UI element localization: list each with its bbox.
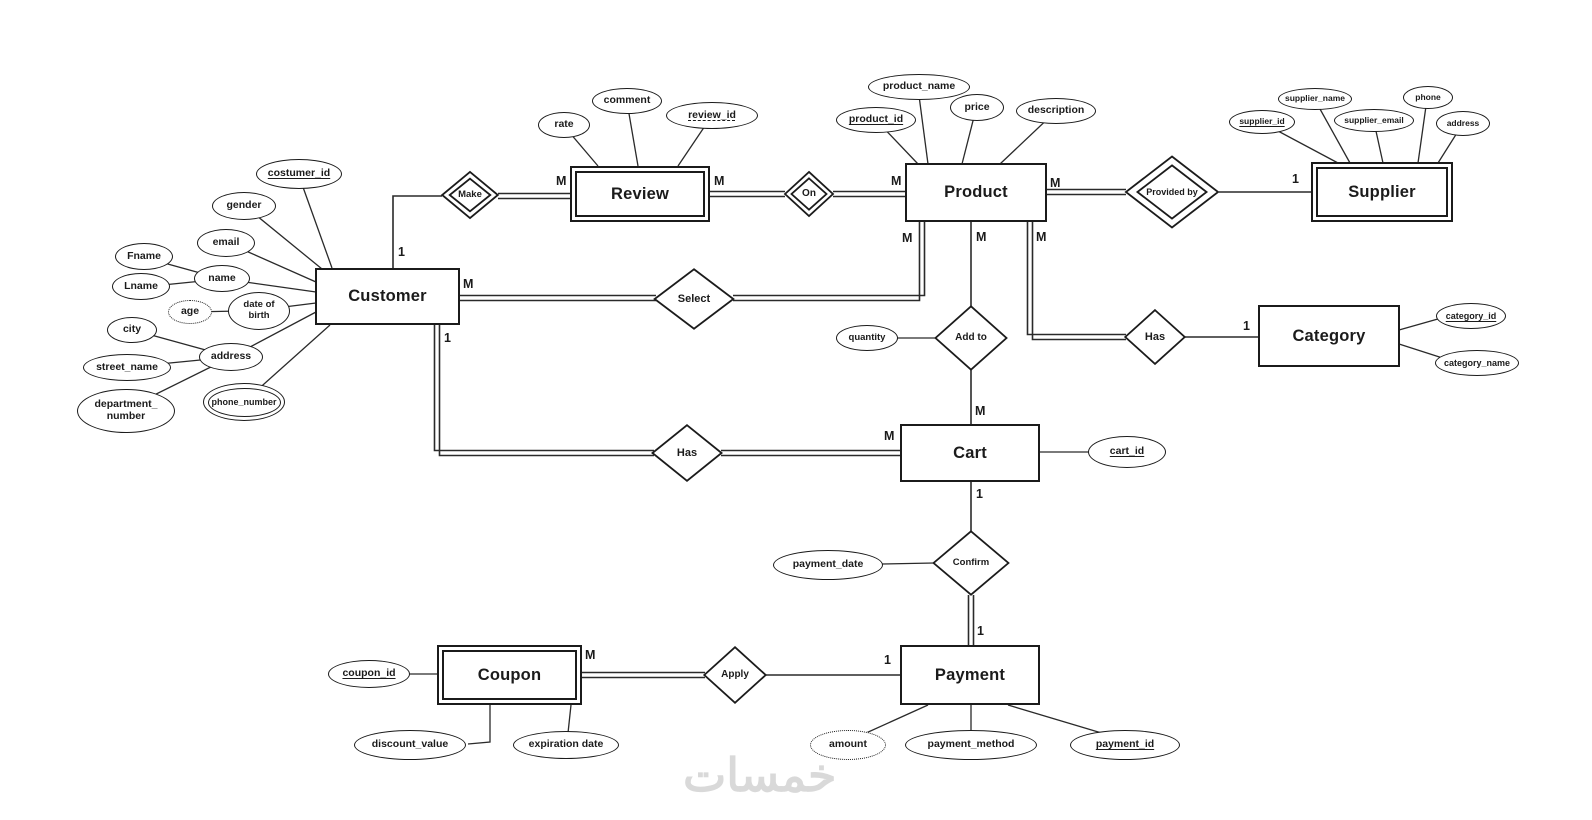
attr-amount: amount bbox=[810, 730, 886, 760]
entity-customer-label: Customer bbox=[348, 287, 427, 305]
attr-product-id: product_id bbox=[836, 107, 916, 133]
attr-fname: Fname bbox=[115, 243, 173, 270]
attr-date-of-birth: date of birth bbox=[228, 292, 290, 330]
relationship-provided-by: Provided by bbox=[1124, 155, 1220, 229]
diamond-shape-icon bbox=[784, 171, 834, 217]
attr-phone-number: phone_number bbox=[203, 383, 285, 421]
attr-rate: rate bbox=[538, 112, 590, 138]
entity-product: Product bbox=[905, 163, 1047, 222]
diamond-shape-icon bbox=[932, 530, 1010, 596]
diamond-shape-icon bbox=[703, 646, 767, 704]
attr-coupon-id: coupon_id bbox=[328, 660, 410, 688]
entity-review: Review bbox=[570, 166, 710, 222]
relationship-has-cart-label: Has bbox=[676, 446, 698, 459]
relationship-select: Select bbox=[653, 268, 735, 330]
watermark-text: خمسات bbox=[683, 749, 837, 801]
attr-payment-date: payment_date bbox=[773, 550, 883, 580]
entity-category: Category bbox=[1258, 305, 1400, 367]
entity-payment: Payment bbox=[900, 645, 1040, 705]
relationship-add-to: Add to bbox=[934, 305, 1008, 371]
entity-category-label: Category bbox=[1292, 326, 1366, 345]
attr-department-number: department_ number bbox=[77, 389, 175, 433]
cardinality-cart-confirm: 1 bbox=[976, 487, 983, 501]
cardinality-product-add-to: M bbox=[976, 230, 987, 244]
entity-product-label: Product bbox=[944, 183, 1008, 201]
cardinality-has-cart: M bbox=[884, 429, 895, 443]
attr-address: address bbox=[199, 343, 263, 371]
relationship-on: On bbox=[784, 171, 834, 217]
attr-payment-id: payment_id bbox=[1070, 730, 1180, 760]
diamond-shape-icon bbox=[1124, 155, 1220, 229]
relationship-connectors bbox=[392, 188, 1311, 679]
relationship-apply: Apply bbox=[703, 646, 767, 704]
attr-supplier-address: address bbox=[1436, 111, 1490, 136]
cardinality-customer-select: M bbox=[463, 277, 474, 291]
entity-supplier: Supplier bbox=[1311, 162, 1453, 222]
relationship-on-label: On bbox=[802, 188, 816, 199]
attr-supplier-phone: phone bbox=[1403, 86, 1453, 109]
diamond-shape-icon bbox=[441, 171, 499, 219]
entity-cart-label: Cart bbox=[953, 443, 987, 462]
relationship-apply-label: Apply bbox=[721, 669, 749, 680]
attr-comment: comment bbox=[592, 88, 662, 114]
diamond-shape-icon bbox=[653, 268, 735, 330]
entity-coupon-label: Coupon bbox=[477, 665, 542, 684]
cardinality-confirm-payment: 1 bbox=[977, 624, 984, 638]
entity-coupon: Coupon bbox=[437, 645, 582, 705]
diamond-shape-icon bbox=[651, 424, 723, 482]
relationship-confirm-label: Confirm bbox=[952, 557, 990, 569]
attr-description: description bbox=[1016, 98, 1096, 124]
attr-lname: Lname bbox=[112, 273, 170, 300]
relationship-confirm: Confirm bbox=[932, 530, 1010, 596]
attr-costumer-id: costumer_id bbox=[256, 159, 342, 189]
cardinality-product-provided-by: M bbox=[1050, 176, 1061, 190]
cardinality-on-product: M bbox=[891, 174, 902, 188]
relationship-has-category: Has bbox=[1124, 309, 1186, 365]
entity-supplier-label: Supplier bbox=[1348, 182, 1416, 201]
cardinality-review-on: M bbox=[714, 174, 725, 188]
attr-payment-method: payment_method bbox=[905, 730, 1037, 760]
cardinality-provided-by-supplier: 1 bbox=[1292, 172, 1299, 186]
attr-expiration-date: expiration date bbox=[513, 731, 619, 759]
cardinality-product-has: M bbox=[1036, 230, 1047, 244]
attr-street-name: street_name bbox=[83, 354, 171, 381]
attr-age: age bbox=[168, 300, 212, 324]
attr-supplier-id: supplier_id bbox=[1229, 110, 1295, 134]
cardinality-add-to-cart: M bbox=[975, 404, 986, 418]
attr-name: name bbox=[194, 265, 250, 292]
relationship-make: Make bbox=[441, 171, 499, 219]
cardinality-customer-make: 1 bbox=[398, 245, 405, 259]
attr-category-name: category_name bbox=[1435, 350, 1519, 376]
attr-review-id: review_id bbox=[666, 102, 758, 129]
diamond-shape-icon bbox=[1124, 309, 1186, 365]
relationship-has-cart: Has bbox=[651, 424, 723, 482]
attr-gender: gender bbox=[212, 192, 276, 220]
entity-cart: Cart bbox=[900, 424, 1040, 482]
relationship-has-category-label: Has bbox=[1144, 330, 1166, 343]
cardinality-select-product: M bbox=[902, 231, 913, 245]
attr-price: price bbox=[950, 94, 1004, 121]
relationship-make-label: Make bbox=[458, 189, 482, 201]
diamond-shape-icon bbox=[934, 305, 1008, 371]
relationship-select-label: Select bbox=[677, 292, 711, 305]
attr-supplier-name: supplier_name bbox=[1278, 88, 1352, 110]
attr-category-id: category_id bbox=[1436, 303, 1506, 329]
cardinality-has-category: 1 bbox=[1243, 319, 1250, 333]
relationship-provided-by-label: Provided by bbox=[1146, 186, 1198, 197]
attr-city: city bbox=[107, 317, 157, 343]
attr-email: email bbox=[197, 229, 255, 257]
entity-review-label: Review bbox=[610, 184, 670, 203]
attr-cart-id: cart_id bbox=[1088, 436, 1166, 468]
cardinality-coupon-apply: M bbox=[585, 648, 596, 662]
entity-customer: Customer bbox=[315, 268, 460, 325]
relationship-add-to-label: Add to bbox=[955, 332, 987, 343]
attr-product-name: product_name bbox=[868, 74, 970, 100]
cardinality-customer-has: 1 bbox=[444, 331, 451, 345]
cardinality-apply-payment: 1 bbox=[884, 653, 891, 667]
entity-payment-label: Payment bbox=[934, 665, 1006, 684]
attr-discount-value: discount_value bbox=[354, 730, 466, 760]
attr-quantity: quantity bbox=[836, 325, 898, 351]
cardinality-make-review: M bbox=[556, 174, 567, 188]
attr-supplier-email: supplier_email bbox=[1334, 109, 1414, 132]
